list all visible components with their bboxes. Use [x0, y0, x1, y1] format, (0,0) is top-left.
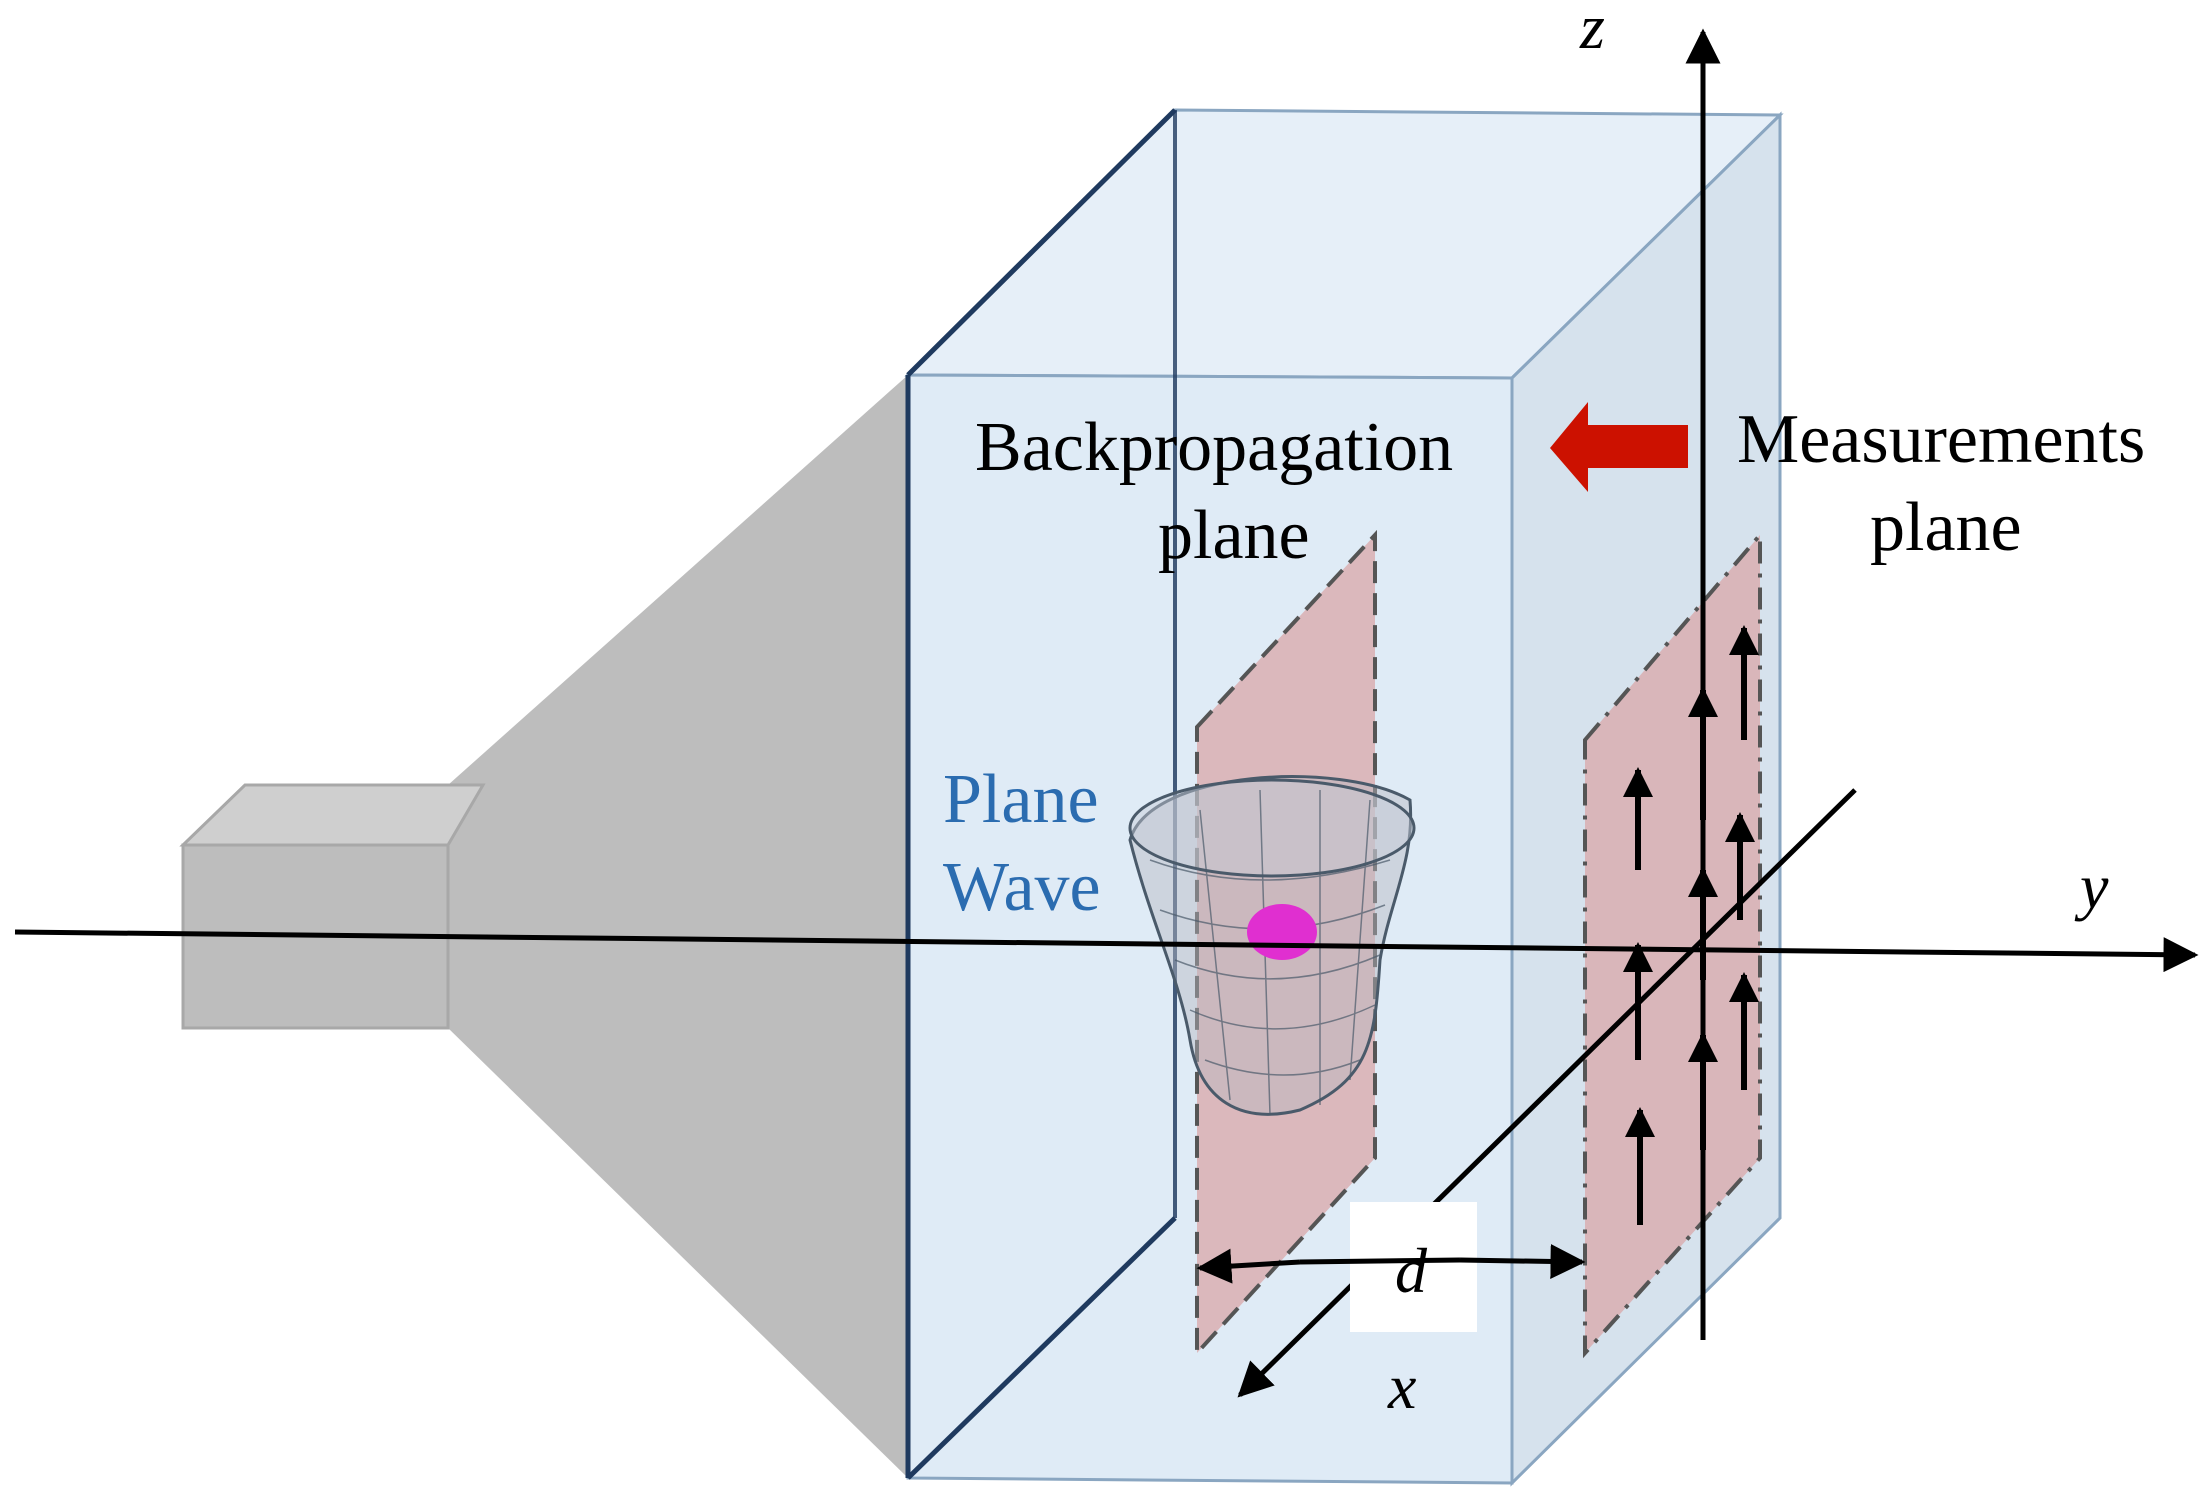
distance-label: d: [1395, 1235, 1428, 1306]
measurements-plane: [1583, 529, 1762, 1359]
box-bottom-left-edge: [906, 1216, 1177, 1480]
distance-indicator: [1196, 1202, 1586, 1332]
z-axis-label: z: [1579, 0, 1605, 62]
distance-line: [1299, 1257, 1461, 1265]
distance-label-box: [1350, 1202, 1477, 1332]
distance-arrow: [1196, 1248, 1301, 1284]
horn-waveguide-top: [179, 783, 486, 847]
axes: [14, 28, 2199, 1398]
breast-mesh-rim: [1128, 778, 1416, 878]
distance-arrow: [1459, 1243, 1586, 1279]
backprop-label-line2: plane: [1158, 497, 1310, 574]
horn-antenna: [179, 375, 908, 1478]
x-axis: [1237, 788, 1857, 1398]
y-axis-label: y: [2074, 851, 2109, 922]
box-top-left-edge: [906, 108, 1177, 377]
tumor-inclusion: [1247, 904, 1317, 960]
horn-flare: [448, 375, 908, 1478]
y-axis: [14, 929, 2199, 973]
wave-label-line2: Wave: [943, 849, 1101, 926]
measure-label-line1: Measurements: [1737, 401, 2145, 478]
backprop-label-line1: Backpropagation: [975, 409, 1453, 486]
measure-label-line2: plane: [1870, 489, 2022, 566]
x-axis-label: x: [1387, 1351, 1416, 1422]
backpropagation-direction-arrow: [1550, 402, 1688, 492]
wave-label-line1: Plane: [943, 761, 1099, 838]
